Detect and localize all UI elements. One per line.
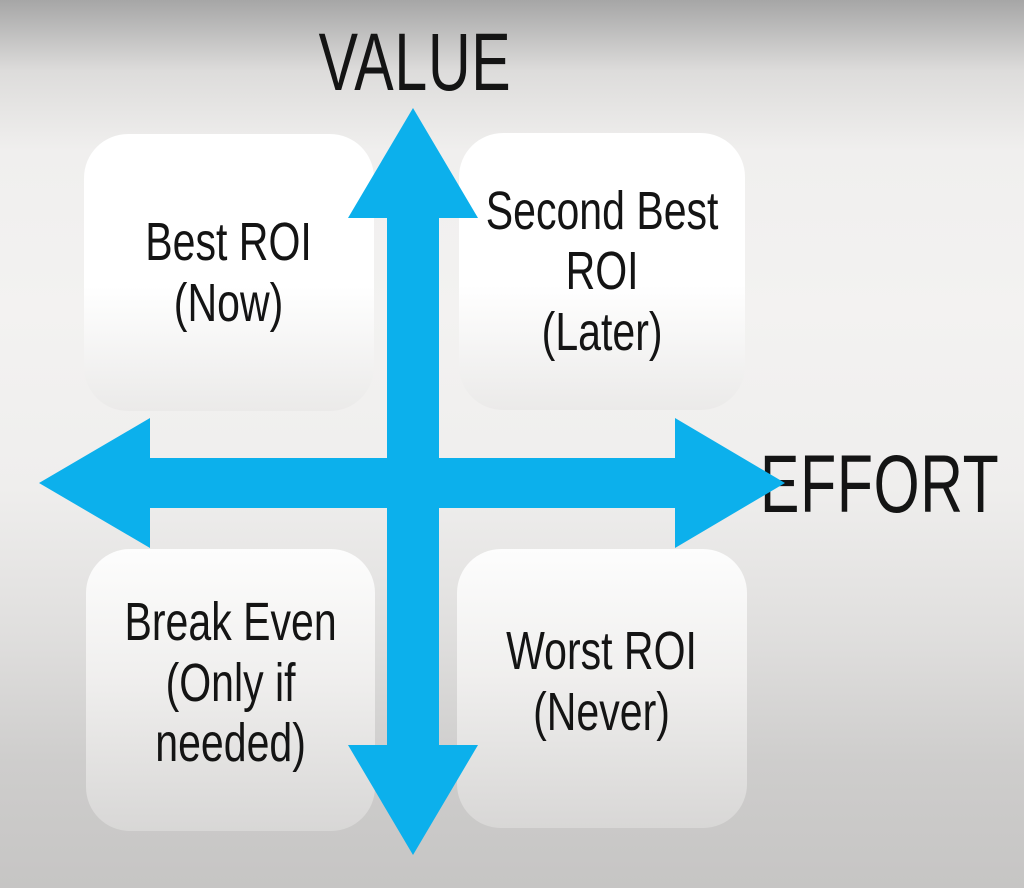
quadrant-break-even-label: Break Even (Only if needed) bbox=[124, 592, 336, 787]
quadrant-second-best-roi: Second Best ROI (Later) bbox=[459, 133, 745, 410]
effort-axis-label: EFFORT bbox=[760, 439, 1000, 530]
quadrant-text-line: (Now) bbox=[174, 272, 284, 333]
quadrant-best-roi-label: Best ROI (Now) bbox=[146, 212, 312, 333]
quadrant-worst-roi-label: Worst ROI (Never) bbox=[507, 621, 698, 756]
quadrant-text-line: ROI bbox=[565, 241, 639, 302]
quadrant-text-line: needed) bbox=[155, 713, 306, 774]
quadrant-text-line: (Later) bbox=[541, 301, 663, 362]
quadrant-break-even: Break Even (Only if needed) bbox=[86, 549, 375, 831]
quadrant-text-line: Break Even bbox=[124, 592, 337, 653]
quadrant-text-line: (Only if bbox=[165, 652, 296, 713]
quadrant-best-roi: Best ROI (Now) bbox=[84, 134, 374, 411]
quadrant-text-line: Worst ROI bbox=[506, 621, 698, 682]
quadrant-second-best-roi-label: Second Best ROI (Later) bbox=[486, 181, 719, 362]
value-axis-label: VALUE bbox=[318, 17, 512, 108]
quadrant-text-line: (Never) bbox=[533, 681, 671, 742]
quadrant-text-line: Best ROI bbox=[145, 212, 313, 273]
quadrant-text-line: Second Best bbox=[485, 180, 719, 241]
quadrant-worst-roi: Worst ROI (Never) bbox=[457, 549, 747, 828]
